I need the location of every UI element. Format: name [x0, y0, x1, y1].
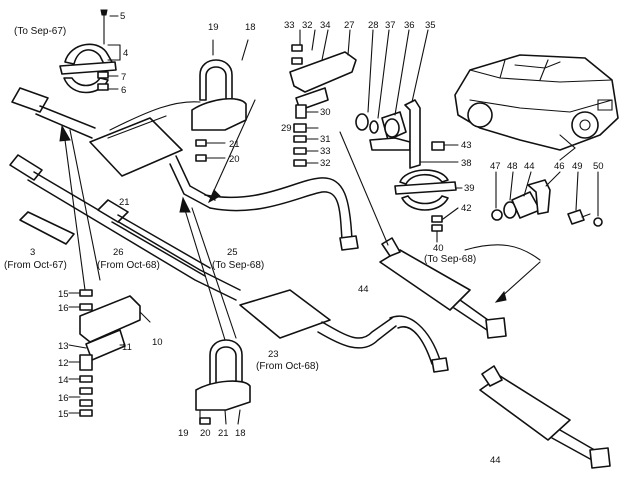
callout-3: 3: [30, 247, 35, 258]
callout-numbers: 5 4 7 6 19 18 21 20 33 32 34 27 28 37 36…: [30, 11, 604, 466]
callout-49: 49: [572, 161, 583, 172]
callout-27: 27: [344, 20, 355, 31]
callout-29: 29: [281, 123, 292, 134]
callout-36: 36: [404, 20, 415, 31]
callout-26: 26: [113, 247, 124, 258]
callout-47: 47: [490, 161, 501, 172]
note-from-oct68-center: (From Oct-68): [256, 361, 319, 372]
callout-18-lower: 18: [235, 428, 246, 439]
callout-44-muffler-upper: 44: [358, 284, 369, 295]
callout-6: 6: [121, 85, 126, 96]
callout-28: 28: [368, 20, 379, 31]
callout-14: 14: [58, 375, 69, 386]
callout-42: 42: [461, 203, 472, 214]
callout-44-muffler-lower: 44: [490, 455, 501, 466]
callout-32-upper: 32: [302, 20, 313, 31]
callout-48: 48: [507, 161, 518, 172]
callout-7: 7: [121, 72, 126, 83]
callout-33-upper: 33: [284, 20, 295, 31]
callout-16-bottom: 16: [58, 393, 69, 404]
callout-40: 40: [433, 243, 444, 254]
note-from-oct67: (From Oct-67): [4, 260, 67, 271]
callout-20-lower: 20: [200, 428, 211, 439]
callout-39: 39: [464, 183, 475, 194]
callout-43: 43: [461, 140, 472, 151]
bracket-stack-lower: [68, 289, 151, 417]
callout-12: 12: [58, 358, 69, 369]
car-illustration: [454, 54, 619, 161]
callout-21-lower: 21: [218, 428, 229, 439]
muffler-right-upper: [379, 237, 541, 339]
note-to-sep67: (To Sep-67): [14, 26, 66, 37]
callout-20-upper: 20: [229, 154, 240, 165]
note-to-sep68-right: (To Sep-68): [424, 254, 476, 265]
reference-arrows: [59, 99, 541, 341]
u-bolt-lower: [195, 339, 251, 425]
callout-31: 31: [320, 134, 331, 145]
callout-25: 25: [227, 247, 238, 258]
callout-11: 11: [122, 342, 132, 353]
note-from-oct68-left: (From Oct-68): [97, 260, 160, 271]
exhaust-lower: [9, 154, 449, 373]
callout-37: 37: [385, 20, 396, 31]
date-notes: (To Sep-67) (From Oct-67) (From Oct-68) …: [4, 26, 476, 372]
callout-13: 13: [58, 341, 69, 352]
callout-15-top: 15: [58, 289, 69, 300]
callout-18-upper: 18: [245, 22, 256, 33]
callout-38: 38: [461, 158, 472, 169]
callout-44-parts: 44: [524, 161, 535, 172]
clamp-4: [59, 9, 121, 94]
callout-32-lower: 32: [320, 158, 331, 169]
u-bolt-upper: [191, 39, 249, 162]
callout-5: 5: [120, 11, 125, 22]
callout-50: 50: [593, 161, 604, 172]
callout-30: 30: [320, 107, 331, 118]
callout-34: 34: [320, 20, 331, 31]
callout-33-lower: 33: [320, 146, 331, 157]
callout-46: 46: [554, 161, 565, 172]
muffler-right-lower: [479, 365, 611, 469]
callout-4: 4: [123, 48, 128, 59]
callout-21-upper: 21: [229, 139, 240, 150]
note-to-sep68-mid: (To Sep-68): [212, 260, 264, 271]
callout-19-lower: 19: [178, 428, 189, 439]
hanger-assembly-right: [355, 29, 463, 243]
callout-35: 35: [425, 20, 436, 31]
mount-stack-upper: [289, 29, 357, 167]
callout-15-bottom: 15: [58, 409, 69, 420]
callout-21-muffler: 21: [119, 197, 130, 208]
callout-23: 23: [268, 349, 279, 360]
callout-19-upper: 19: [208, 22, 219, 33]
callout-16-top: 16: [58, 303, 69, 314]
tail-bracket-parts: [491, 171, 603, 227]
callout-10: 10: [152, 337, 163, 348]
exhaust-upper: [11, 87, 359, 251]
